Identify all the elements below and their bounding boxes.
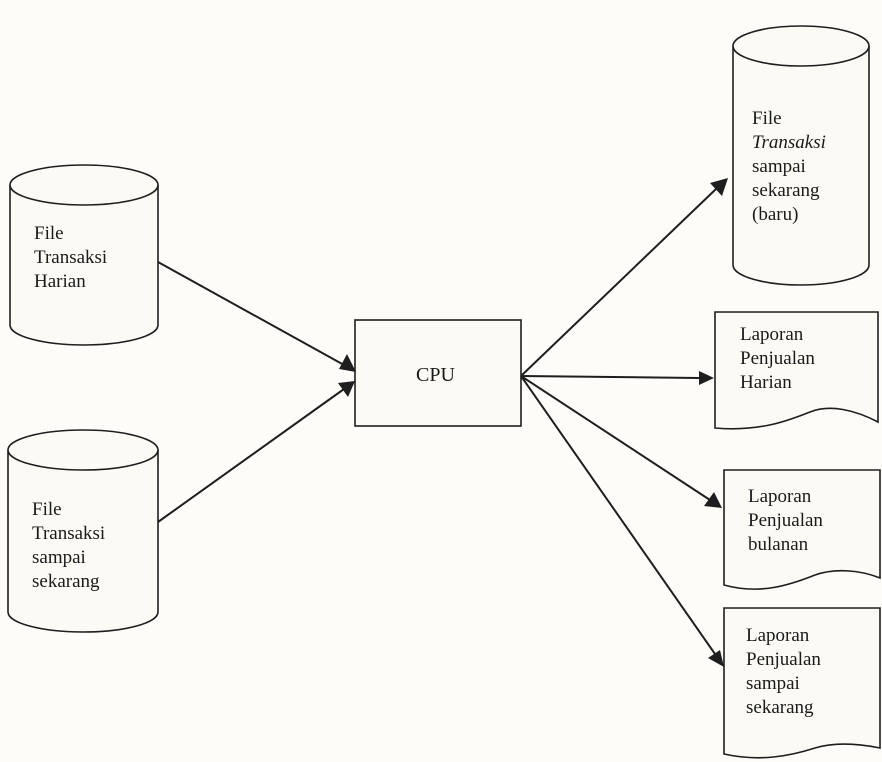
label-line: sekarang bbox=[752, 180, 820, 201]
label-line: File bbox=[32, 499, 62, 520]
disk-file-transaksi-sampai-sekarang bbox=[7, 429, 159, 633]
arrow-harian-to-cpu bbox=[157, 261, 345, 366]
label-laporan-harian: Laporan Penjualan Harian bbox=[740, 323, 815, 395]
arrowhead-cpu-to-laporan-harian bbox=[699, 371, 714, 385]
arrowhead-cpu-to-laporan-bulanan bbox=[704, 492, 722, 508]
label-file-transaksi-baru: File Transaksi sampai sekarang (baru) bbox=[752, 107, 826, 227]
label-line: bulanan bbox=[748, 534, 809, 555]
label-line: Transaksi bbox=[34, 247, 108, 268]
arrow-cpu-to-laporan-sampai-sekarang bbox=[520, 375, 716, 655]
cpu-label: CPU bbox=[416, 364, 455, 386]
cpu-box bbox=[354, 319, 522, 427]
label-line: Transaksi bbox=[32, 523, 106, 544]
disk-file-transaksi-baru bbox=[732, 25, 870, 286]
label-file-transaksi-sampai-sekarang: File Transaksi sampai sekarang bbox=[32, 498, 105, 594]
label-line: File bbox=[34, 223, 64, 244]
arrowhead-sampai-sekarang-to-cpu bbox=[338, 381, 355, 397]
label-line: sekarang bbox=[32, 571, 100, 592]
label-line: sampai bbox=[32, 547, 86, 568]
label-laporan-sampai-sekarang: Laporan Penjualan sampai sekarang bbox=[746, 624, 821, 720]
label-line: Harian bbox=[34, 271, 86, 292]
arrowhead-harian-to-cpu bbox=[339, 354, 356, 372]
document-laporan-bulanan bbox=[723, 469, 881, 590]
label-line: sampai bbox=[752, 156, 806, 177]
label-laporan-bulanan: Laporan Penjualan bulanan bbox=[748, 485, 823, 557]
label-line: sampai bbox=[746, 673, 800, 694]
document-laporan-harian bbox=[714, 311, 879, 430]
label-line: Laporan bbox=[748, 486, 812, 507]
label-line: Penjualan bbox=[746, 649, 821, 670]
arrow-cpu-to-laporan-bulanan bbox=[520, 375, 711, 501]
label-file-transaksi-harian: File Transaksi Harian bbox=[34, 222, 107, 294]
label-line-italic: Transaksi bbox=[752, 132, 826, 153]
label-line: File bbox=[752, 108, 782, 129]
label-line: Penjualan bbox=[740, 348, 815, 369]
disk-file-transaksi-harian bbox=[9, 164, 159, 346]
arrow-cpu-to-laporan-harian bbox=[520, 375, 700, 379]
label-line: Harian bbox=[740, 372, 792, 393]
label-line: (baru) bbox=[752, 204, 799, 225]
label-line: Laporan bbox=[740, 324, 804, 345]
arrowhead-cpu-to-file-baru bbox=[710, 178, 728, 196]
label-line: Laporan bbox=[746, 625, 810, 646]
arrow-cpu-to-file-baru bbox=[520, 188, 717, 377]
label-line: sekarang bbox=[746, 697, 814, 718]
arrowhead-cpu-to-laporan-sampai-sekarang bbox=[708, 650, 724, 667]
label-line: Penjualan bbox=[748, 510, 823, 531]
document-laporan-sampai-sekarang bbox=[723, 607, 881, 759]
arrow-sampai-sekarang-to-cpu bbox=[157, 388, 345, 523]
